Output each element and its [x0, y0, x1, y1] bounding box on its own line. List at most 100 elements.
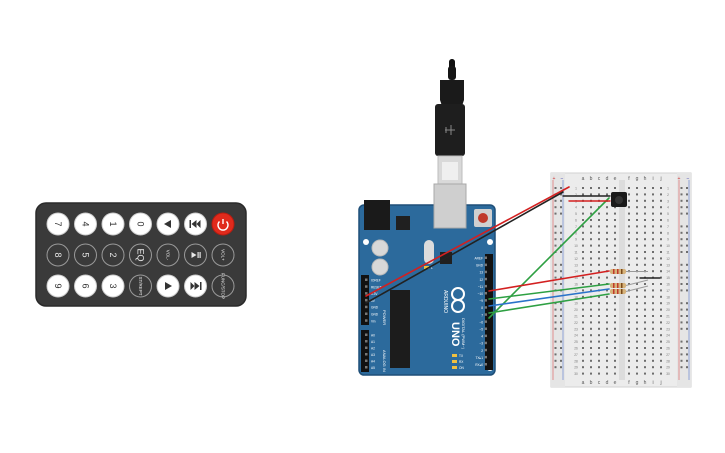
breadboard-column-label: j	[659, 176, 661, 182]
digital-pin-hole[interactable]	[484, 277, 488, 281]
digital-pin-hole[interactable]	[484, 256, 488, 260]
digital-pin-label: 2	[481, 349, 483, 353]
remote-button-label: ST/REPT	[138, 276, 143, 295]
remote-button-4[interactable]	[156, 212, 180, 236]
breadboard-row-label: 1	[667, 187, 669, 191]
breadboard-column-label: g	[636, 380, 639, 386]
digital-pin-hole[interactable]	[484, 348, 488, 352]
digital-pin-hole[interactable]	[484, 355, 488, 359]
digital-pin-hole[interactable]	[484, 313, 488, 316]
remote-button-3[interactable]: 0	[129, 212, 152, 236]
wire-5v-red[interactable]	[365, 186, 570, 297]
remote-button-12[interactable]	[184, 243, 207, 267]
digital-pin-label: ~5	[479, 328, 483, 332]
power-pin-hole[interactable]	[365, 292, 368, 295]
remote-button-label: EQ	[136, 248, 146, 261]
breadboard-column-label: j	[659, 380, 661, 386]
analog-pin-hole[interactable]	[365, 333, 368, 337]
usb-cable[interactable]	[435, 59, 465, 187]
breadboard-row-label: 17	[574, 289, 578, 293]
digital-pin-hole[interactable]	[484, 306, 488, 309]
analog-pin-hole[interactable]	[365, 346, 368, 350]
ir-receiver[interactable]	[611, 192, 627, 207]
digital-pin-hole[interactable]	[484, 263, 488, 267]
remote-button-8[interactable]: 5	[74, 243, 97, 267]
wire-signal-green-ir[interactable]	[488, 197, 610, 319]
power-pin-label: GND	[371, 306, 379, 310]
resistor-1[interactable]	[610, 269, 648, 274]
breadboard-row-label: 10	[666, 244, 670, 248]
wire-pin11-green[interactable]	[488, 283, 610, 300]
rail-minus-top-left: −	[561, 176, 564, 182]
digital-pin-hole[interactable]	[484, 320, 488, 323]
digital-pin-hole[interactable]	[484, 341, 488, 345]
power-pin-hole[interactable]	[365, 298, 368, 302]
analog-pin-label: A2	[371, 347, 375, 351]
remote-button-11[interactable]: VOL-	[156, 243, 180, 267]
breadboard-row-label: 4	[667, 206, 669, 210]
resistor-2[interactable]	[610, 279, 649, 288]
power-pin-hole[interactable]	[365, 305, 368, 309]
analog-pin-hole[interactable]	[365, 366, 368, 369]
power-pin-hole[interactable]	[365, 319, 368, 322]
digital-pin-hole[interactable]	[484, 363, 488, 366]
remote-button-label: 7	[53, 221, 63, 226]
remote-button-label: 3	[108, 283, 118, 288]
remote-button-17[interactable]: ST/REPT	[129, 274, 152, 298]
rail-plus-top-left: +	[553, 176, 556, 182]
power-icon	[217, 219, 229, 231]
digital-pin-label: ~3	[479, 342, 483, 346]
led-label: TX	[459, 354, 464, 358]
remote-button-13[interactable]: VOL+	[211, 243, 235, 267]
digital-pin-hole[interactable]	[484, 270, 488, 274]
analog-pin-hole[interactable]	[365, 353, 368, 356]
remote-button-6[interactable]	[211, 212, 235, 236]
digital-pin-label: ~11	[478, 285, 483, 289]
remote-button-2[interactable]: 1	[101, 212, 125, 236]
breadboard-row-label: 26	[574, 347, 578, 351]
power-pin-hole[interactable]	[365, 312, 368, 316]
remote-button-20[interactable]: FUNC/STOP	[211, 273, 235, 299]
remote-button-18[interactable]	[156, 274, 180, 298]
resistor-3[interactable]	[610, 285, 649, 294]
power-pin-hole[interactable]	[365, 278, 368, 282]
wire-pin10-blue[interactable]	[488, 288, 610, 307]
breadboard-row-label: 6	[667, 219, 669, 223]
remote-button-14[interactable]: 9	[46, 274, 70, 298]
breadboard-row-label: 30	[574, 372, 578, 376]
wire-pin12-red[interactable]	[488, 270, 610, 292]
breadboard-column-label: e	[614, 176, 617, 182]
breadboard-row-label: 4	[575, 206, 577, 210]
digital-pin-hole[interactable]	[484, 292, 488, 295]
breadboard-row-label: 12	[666, 257, 670, 261]
digital-pin-hole[interactable]	[484, 299, 488, 302]
power-pin-hole[interactable]	[365, 285, 368, 288]
breadboard-row-label: 14	[666, 270, 670, 274]
reset-button[interactable]	[478, 213, 488, 223]
triangle-right-icon	[165, 282, 172, 290]
remote-button-5[interactable]	[184, 212, 207, 236]
remote-button-10[interactable]: EQ	[129, 243, 152, 267]
breadboard-row-label: 24	[574, 334, 578, 338]
wire-pin9-green[interactable]	[488, 293, 610, 314]
digital-header-label: DIGITAL (PWM~)	[461, 318, 466, 350]
wire-gnd-black[interactable]	[365, 191, 564, 304]
breadboard-row-label: 28	[666, 359, 670, 363]
remote-button-0[interactable]: 7	[46, 212, 70, 236]
breadboard-row-label: 23	[666, 327, 670, 331]
arduino-uno[interactable]: ARDUINO UNO POWER IOREFRESET3.3V5VGNDGND…	[358, 183, 496, 376]
analog-pin-hole[interactable]	[365, 340, 368, 343]
remote-button-9[interactable]: 2	[101, 243, 125, 267]
analog-pin-hole[interactable]	[365, 359, 368, 363]
remote-button-19[interactable]	[184, 274, 207, 298]
digital-pin-hole[interactable]	[484, 334, 488, 338]
breadboard-column-label: i	[652, 176, 653, 182]
remote-button-1[interactable]: 4	[74, 212, 97, 236]
remote-button-16[interactable]: 3	[101, 274, 125, 298]
remote-button-15[interactable]: 6	[74, 274, 97, 298]
digital-pin-hole[interactable]	[484, 284, 488, 288]
remote-button-7[interactable]: 8	[46, 243, 70, 267]
digital-pin-hole[interactable]	[484, 327, 488, 331]
